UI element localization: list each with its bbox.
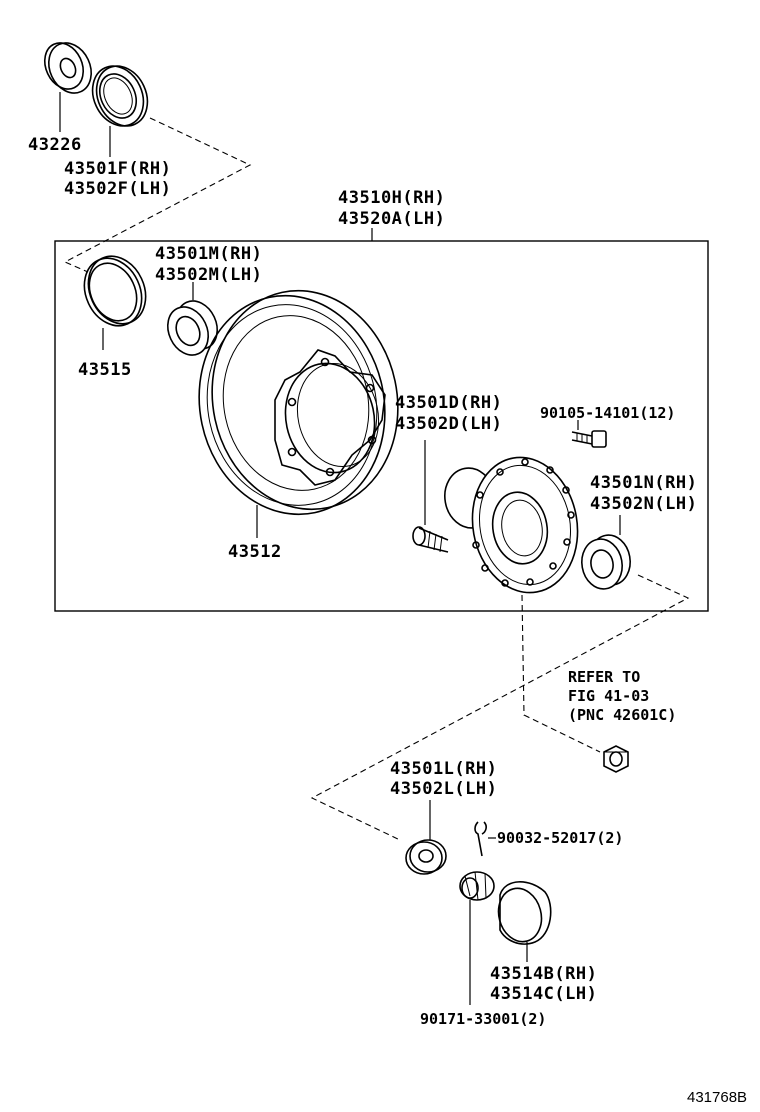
part-hub-drawing [444,456,579,594]
part-43226-drawing [43,42,92,132]
refer-note-line-3: (PNC 42601C) [568,706,676,724]
label-43501d-line-1: 43501D(RH) [395,393,502,413]
part-nut-drawing [603,745,629,773]
label-lock-nut: 90171-33001(2) [420,1010,546,1028]
label-90105: 90105-14101(12) [540,404,675,422]
refer-note-line-2: FIG 41-03 [568,687,649,705]
assembly-label-line-1: 43510H(RH) [338,188,445,208]
label-hub-cap-line-2: 43514C(LH) [490,984,597,1004]
label-43501d-line-2: 43502D(LH) [395,414,502,434]
label-43501n: 43501N(RH) 43502N(LH) [590,473,697,514]
refer-note: REFER TO FIG 41-03 (PNC 42601C) [568,668,676,724]
label-43501l-line-2: 43502L(LH) [390,779,497,799]
assembly-box [54,240,709,612]
label-43515: 43515 [78,360,132,380]
label-43501f-line-1: 43501F(RH) [64,159,171,179]
label-43501m-line-1: 43501M(RH) [155,244,262,264]
label-43512: 43512 [228,542,282,562]
label-43501f-line-2: 43502F(LH) [64,179,171,199]
part-43515-drawing [83,255,147,350]
label-43501m: 43501M(RH) 43502M(LH) [155,244,262,285]
part-43501d-drawing [412,440,449,553]
label-43226: 43226 [28,135,82,155]
part-43501n-drawing [581,515,631,590]
part-lock-nut-drawing [459,871,495,1005]
label-hub-cap-line-1: 43514B(RH) [490,964,597,984]
label-43501m-line-2: 43502M(LH) [155,265,262,285]
label-43501d: 43501D(RH) 43502D(LH) [395,393,502,434]
label-hub-cap: 43514B(RH) 43514C(LH) [490,964,597,1004]
label-43501l: 43501L(RH) 43502L(LH) [390,759,497,799]
label-43501n-line-1: 43501N(RH) [590,473,697,493]
assembly-label-line-2: 43520A(LH) [338,209,445,229]
label-43512-line-1: 43512 [228,542,282,562]
label-lock-nut-line-1: 90171-33001(2) [420,1010,546,1028]
label-43501n-line-2: 43502N(LH) [590,494,697,514]
part-43501m-drawing [166,282,219,356]
part-43512-drawing [198,289,399,538]
label-cotter-pin: 90032-52017(2) [497,829,623,847]
label-43226-line-1: 43226 [28,135,82,155]
part-43501f-drawing [91,65,149,157]
part-43501l-drawing [405,800,447,875]
label-90105-line-1: 90105-14101(12) [540,404,675,422]
refer-note-line-1: REFER TO [568,668,640,686]
figure-id: 431768B [687,1089,747,1106]
part-hub-cap-drawing [497,881,552,962]
label-cotter-pin-line-1: 90032-52017(2) [497,829,623,847]
assembly-label: 43510H(RH) 43520A(LH) [338,188,445,241]
label-43515-line-1: 43515 [78,360,132,380]
part-90105-drawing [571,420,607,448]
label-43501l-line-1: 43501L(RH) [390,759,497,779]
part-cotter-pin-drawing [474,821,496,857]
label-43501f: 43501F(RH) 43502F(LH) [64,159,171,199]
